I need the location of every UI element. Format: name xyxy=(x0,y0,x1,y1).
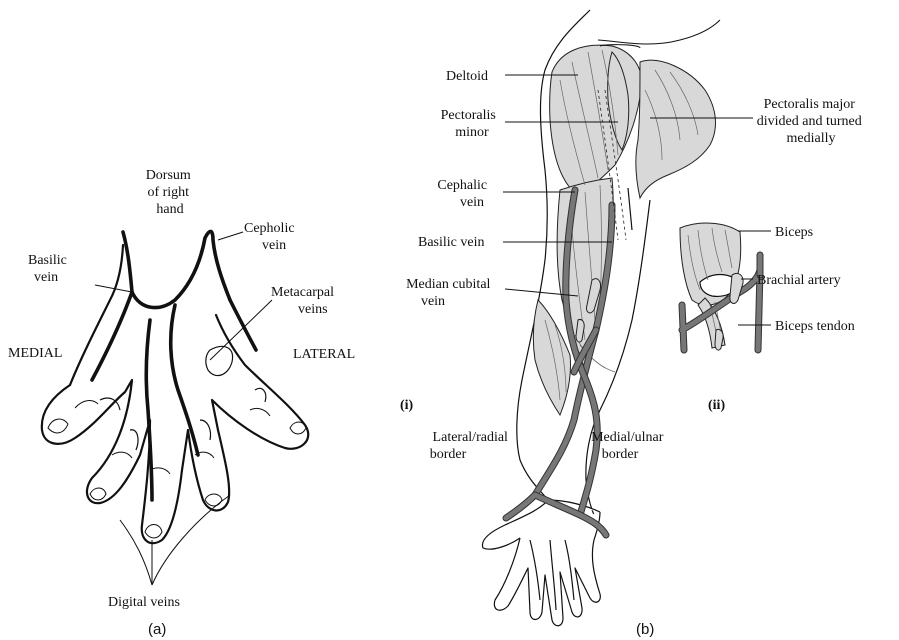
metacarpal-veins-label: Metacarpal veins xyxy=(271,285,337,317)
biceps-label: Biceps xyxy=(775,225,813,240)
cubital-fossa-inset xyxy=(680,223,760,350)
deltoid-label: Deltoid xyxy=(446,69,488,84)
index-nail xyxy=(90,488,106,500)
brachial-artery-shape xyxy=(730,273,743,303)
sub-label-i: (i) xyxy=(400,398,414,413)
medial-label: MEDIAL xyxy=(8,346,62,361)
basilic-vein-label-b: Basilic vein xyxy=(418,235,485,250)
middle-nail xyxy=(145,525,162,539)
little-nail xyxy=(290,422,306,434)
lateral-border-label: Lateral/radial border xyxy=(430,430,512,462)
ring-nail xyxy=(205,494,222,506)
sub-label-ii: (ii) xyxy=(708,398,725,413)
digital-veins-label: Digital veins xyxy=(108,595,180,610)
pectoralis-minor-label: Pectoralis minor xyxy=(441,108,500,140)
cephalic-vein-label-a: Cepholic vein xyxy=(244,221,298,253)
hand-veins xyxy=(92,231,266,500)
lateral-label: LATERAL xyxy=(293,347,355,362)
thumb-nail xyxy=(48,419,68,433)
pectoralis-major-label: Pectoralis major divided and turned medi… xyxy=(757,97,865,146)
median-cubital-label: Median cubital vein xyxy=(406,277,494,309)
brachial-artery-label: Brachial artery xyxy=(757,273,841,288)
pectoralis-major-muscle xyxy=(636,60,716,198)
caption-a: (a) xyxy=(148,621,166,638)
dorsum-label: Dorsum of right hand xyxy=(146,168,195,217)
hand-illustration xyxy=(42,245,308,543)
cephalic-vein-label-b: Cephalic vein xyxy=(437,178,490,210)
biceps-tendon-label: Biceps tendon xyxy=(775,319,855,334)
basilic-vein-label-a: Basilic vein xyxy=(28,253,70,285)
caption-b: (b) xyxy=(636,621,654,638)
